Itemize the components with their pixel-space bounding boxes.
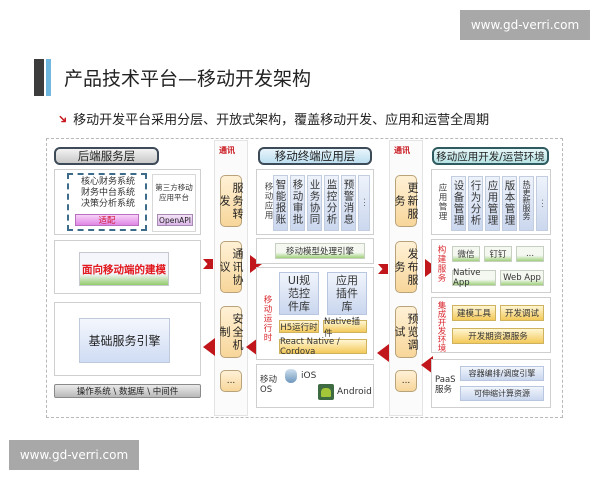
comm-right-label: 通讯 [394, 146, 410, 155]
arrow-left-icon [421, 356, 433, 374]
mobile-apps-label: 移动应用 [263, 182, 273, 220]
native-plugin: Native插件 [323, 317, 367, 339]
app-mobile-approval: 移动审批 [290, 175, 305, 231]
mgmt-version: 版本管理 [502, 176, 517, 231]
app-more: ··· [358, 175, 370, 231]
app-monitor-analysis: 监控分析 [324, 175, 339, 231]
pill-more-left: ... [220, 370, 242, 392]
mobile-os-label: 移动OS [260, 375, 278, 395]
app-management-label: 应用管理 [437, 183, 447, 221]
core-systems-list: 核心财务系统 财务中台系统 决策分析系统 [72, 177, 144, 210]
paas-label: PaaS服务 [435, 375, 456, 395]
pill-more-right: ... [395, 370, 417, 392]
backend-header: 后端服务层 [54, 147, 159, 165]
build-wechat: 微信 [452, 246, 480, 262]
app-plugin-library: 应用插件库 [327, 272, 367, 315]
core-systems-group [67, 173, 147, 231]
ide-resource-service: 开发期资源服务 [452, 328, 544, 344]
subtitle: ➜ 移动开发平台采用分层、开放式架构，覆盖移动开发、应用和运营全周期 [54, 109, 490, 128]
mgmt-behavior: 行为分析 [468, 176, 483, 231]
openapi-box: OpenAPI [157, 214, 193, 226]
build-dingtalk: 钉钉 [484, 246, 512, 262]
android-label: Android [337, 387, 372, 397]
mobile-model-engine: 移动模型处理引擎 [275, 243, 365, 259]
paas-container-orchestration: 容器编排/调度引擎 [460, 366, 544, 381]
devops-header: 移动应用开发/运营环境 [432, 147, 549, 165]
page-title: 产品技术平台—移动开发架构 [64, 68, 312, 90]
mobile-modeling-box: 面向移动端的建模 [79, 252, 169, 286]
arrow-left-icon [377, 344, 389, 362]
ui-control-library: UI规范控件库 [279, 272, 319, 315]
react-native-cordova: React Native / Cordova [279, 337, 367, 357]
infrastructure-bar: 操作系统 \ 数据库 \ 中间件 [54, 384, 201, 398]
build-more: ... [516, 246, 544, 262]
app-smart-reimburse: 智能报账 [273, 175, 288, 231]
pill-update-service: 更新服务 [393, 175, 419, 227]
subtitle-text: 移动开发平台采用分层、开放式架构，覆盖移动开发、应用和运营全周期 [73, 113, 490, 128]
app-business-collab: 业务协同 [307, 175, 322, 231]
build-native-app: Native App [452, 268, 496, 288]
paas-scalable-compute: 可伸缩计算资源 [460, 386, 544, 401]
pill-preview-debug: 预览调试 [393, 306, 419, 358]
arrow-tail-icon [378, 264, 388, 274]
title-accent-bar-blue [46, 59, 51, 96]
ide-label: 集成开发环境 [436, 301, 446, 352]
base-service-engine-box: 基础服务引擎 [79, 318, 170, 363]
bullet-arrow-icon: ➜ [54, 109, 72, 128]
system-core-finance: 核心财务系统 [80, 177, 135, 187]
ide-dev-debug: 开发调试 [500, 305, 544, 321]
pill-service-forward: 服务转发 [218, 175, 244, 227]
watermark-bottom: www.gd-verri.com [9, 440, 139, 470]
mobile-os-panel [256, 364, 374, 408]
mgmt-app: 应用管理 [485, 176, 500, 231]
ide-modeling-tool: 建模工具 [452, 305, 496, 321]
runtime-label: 移动运行时 [262, 295, 272, 343]
apple-icon [285, 369, 297, 383]
pill-publish-service: 发布服务 [393, 241, 419, 293]
ios-label: iOS [301, 371, 317, 381]
mgmt-more: ··· [536, 176, 548, 231]
third-party-label: 第三方移动应用平台 [155, 183, 193, 202]
comm-left-label: 通讯 [219, 146, 235, 155]
arrow-left-icon [246, 338, 258, 356]
terminal-header: 移动终端应用层 [258, 147, 372, 165]
app-alert-message: 预警消息 [341, 175, 356, 231]
android-icon [318, 384, 334, 400]
adapter-box: 适配 [75, 214, 139, 226]
mgmt-hot-update: 热更新服务 [519, 176, 534, 231]
arrow-tail-icon [203, 259, 213, 269]
build-web-app: Web App [500, 270, 544, 286]
watermark-top: www.gd-verri.com [460, 10, 590, 40]
pill-comm-protocol: 通讯协议 [218, 241, 244, 293]
build-service-label: 构建服务 [436, 245, 446, 283]
architecture-frame [46, 138, 563, 418]
arrow-left-icon [203, 338, 215, 356]
mgmt-device: 设备管理 [451, 176, 466, 231]
system-finance-midplatform: 财务中台系统 [80, 188, 135, 198]
system-decision-analysis: 决策分析系统 [80, 199, 135, 209]
h5-runtime: H5运行时 [279, 320, 319, 333]
pill-security: 安全机制 [218, 306, 244, 358]
title-accent-bar [34, 59, 44, 96]
